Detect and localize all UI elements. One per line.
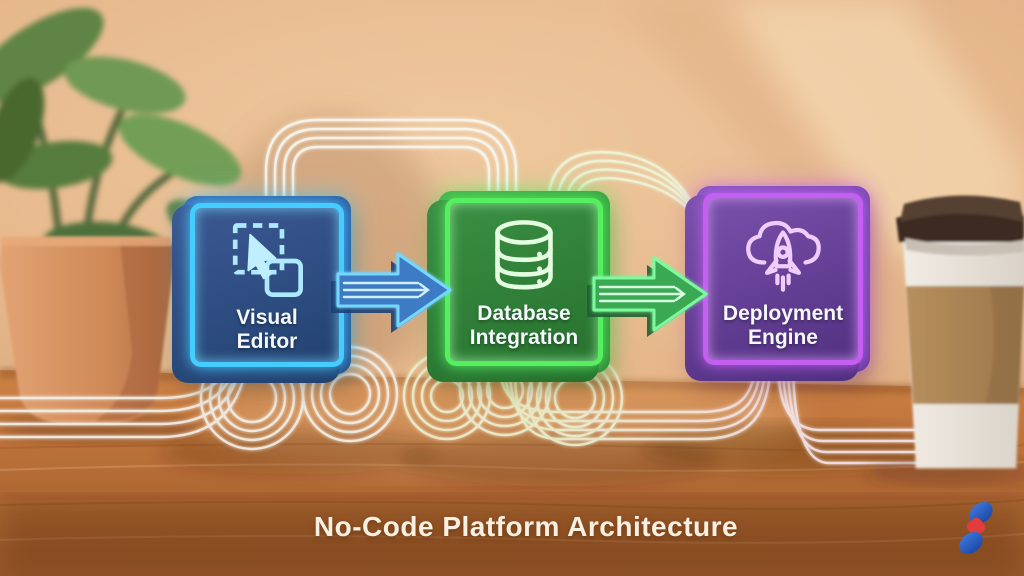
cloud-rocket-icon [746,221,821,293]
s-monogram-logo [959,501,993,555]
flow-run-right [776,366,960,465]
flow-arc-top [264,118,518,214]
node-label-line1: Deployment [722,302,844,326]
coffee-cup [865,195,1024,486]
node-label-line2: Editor [236,330,298,353]
node-label-line2: Integration [469,326,579,349]
diagram-title: No-Code Platform Architecture [313,511,739,542]
node-label-line1: Visual [236,306,298,330]
node-label: Visual Editor [236,306,297,353]
node-database-integration: Database Integration [438,191,610,373]
database-icon [495,220,553,290]
node-label-line1: Database [477,302,571,326]
node-label-line2: Engine [747,326,818,349]
flow-lines [0,118,960,465]
plant-pot [0,236,200,443]
node-shadows [160,424,940,486]
node-label: Deployment Engine [723,302,843,349]
arrow-visual-to-database [331,252,452,333]
node-label: Database Integration [470,302,579,349]
node-visual-editor: Visual Editor [183,196,351,374]
selection-cursor-icon [232,223,303,298]
node-deployment-engine: Deployment Engine [696,186,870,372]
arrow-database-to-deployment [587,256,708,337]
flow-run-center [498,363,773,441]
